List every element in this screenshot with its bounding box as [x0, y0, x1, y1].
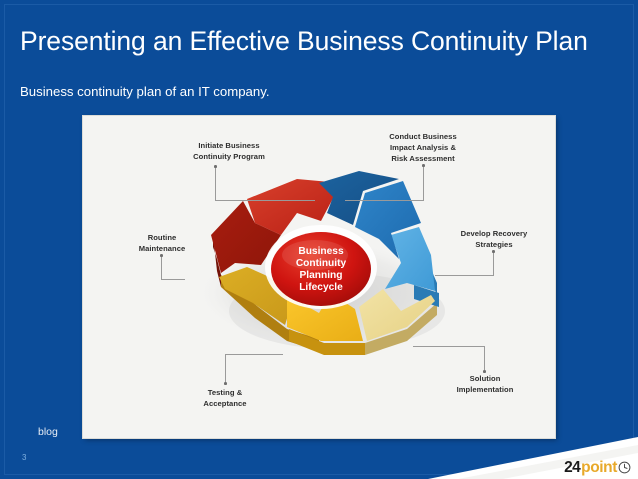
- logo-number: 24: [564, 458, 581, 476]
- segment-routine-upper: [211, 201, 281, 273]
- connector-dot-solution: [483, 370, 486, 373]
- connector-develop-h: [435, 275, 494, 276]
- label-routine-maintenance: Routine Maintenance: [138, 233, 186, 253]
- connector-routine-v: [161, 256, 162, 280]
- hub-line-1: Business: [298, 246, 344, 257]
- connector-dot-conduct: [422, 164, 425, 167]
- clock-icon: [618, 461, 631, 474]
- connector-dot-develop: [492, 250, 495, 253]
- connector-conduct-h: [345, 200, 424, 201]
- connector-conduct-v: [423, 166, 424, 200]
- label-initiate-business-continuity-program: Initiate Business Continuity Program: [193, 141, 265, 161]
- connector-testing-h: [225, 354, 283, 355]
- segment-routine: [219, 267, 295, 325]
- hub-line-2: Continuity: [296, 258, 347, 269]
- segment-solution: [359, 289, 435, 341]
- label-testing-acceptance: Testing & Acceptance: [203, 388, 247, 408]
- label-conduct-business-impact-analysis: Conduct Business Impact Analysis & Risk …: [389, 132, 457, 163]
- connector-testing-v: [225, 354, 226, 384]
- brand-logo: 24 point: [564, 458, 631, 476]
- blog-link[interactable]: blog: [38, 426, 58, 438]
- connector-initiate-h: [215, 200, 315, 201]
- connector-solution-h: [413, 346, 485, 347]
- connector-develop-v: [493, 252, 494, 276]
- connector-initiate-v: [215, 167, 216, 201]
- segment-initiate: [247, 179, 341, 235]
- logo-word: point: [581, 458, 617, 476]
- connector-routine-h: [161, 279, 185, 280]
- slide-number: 3: [22, 453, 27, 462]
- page-title: Presenting an Effective Business Continu…: [20, 26, 588, 56]
- content-panel: Business Continuity Planning Lifecycle: [83, 116, 555, 438]
- business-continuity-lifecycle-diagram: Business Continuity Planning Lifecycle: [83, 116, 555, 438]
- segment-develop: [385, 227, 435, 291]
- connector-dot-routine: [160, 254, 163, 257]
- hub-line-3: Planning: [299, 270, 342, 281]
- lifecycle-wheel-graphic: Business Continuity Planning Lifecycle: [189, 171, 453, 355]
- connector-dot-initiate: [214, 165, 217, 168]
- page-subtitle: Business continuity plan of an IT compan…: [20, 84, 270, 99]
- hub-line-4: Lifecycle: [299, 282, 343, 293]
- lifecycle-wheel: Business Continuity Planning Lifecycle: [169, 143, 469, 393]
- connector-solution-v: [484, 346, 485, 372]
- segment-conduct: [319, 171, 399, 225]
- label-develop-recovery-strategies: Develop Recovery Strategies: [460, 229, 528, 249]
- connector-dot-testing: [224, 382, 227, 385]
- lifecycle-hub: [271, 232, 371, 306]
- label-solution-implementation: Solution Implementation: [456, 374, 514, 394]
